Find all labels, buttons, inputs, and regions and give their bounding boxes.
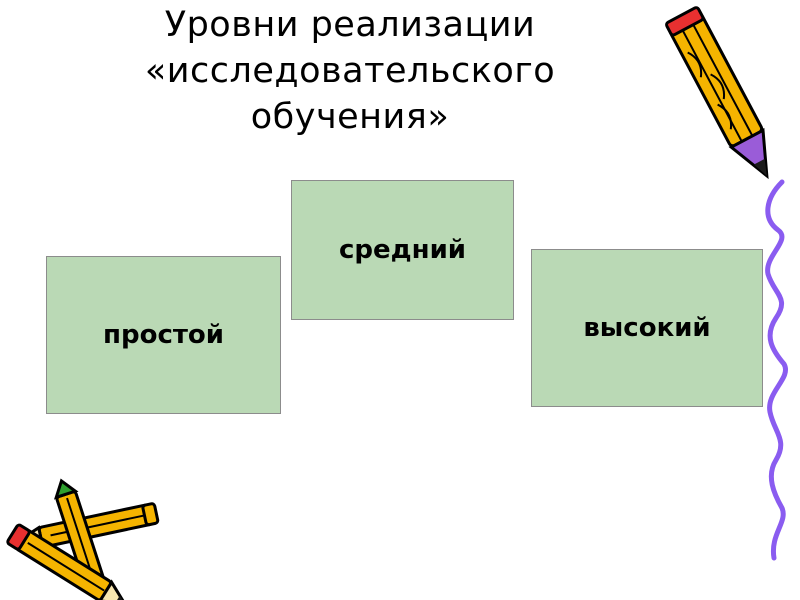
level-label-high: высокий — [583, 313, 710, 343]
level-label-middle: средний — [339, 235, 466, 265]
level-box-middle: средний — [291, 180, 514, 320]
level-label-simple: простой — [103, 320, 224, 350]
squiggle-line-icon — [752, 178, 800, 562]
pencils-icon — [0, 478, 170, 600]
title-line-1: Уровни реализации — [60, 2, 640, 48]
title-line-2: «исследовательского — [60, 48, 640, 94]
slide-title: Уровни реализации «исследовательского об… — [60, 2, 640, 140]
title-line-3: обучения» — [60, 94, 640, 140]
level-box-simple: простой — [46, 256, 281, 414]
level-box-high: высокий — [531, 249, 763, 407]
pencil-icon — [660, 0, 790, 195]
